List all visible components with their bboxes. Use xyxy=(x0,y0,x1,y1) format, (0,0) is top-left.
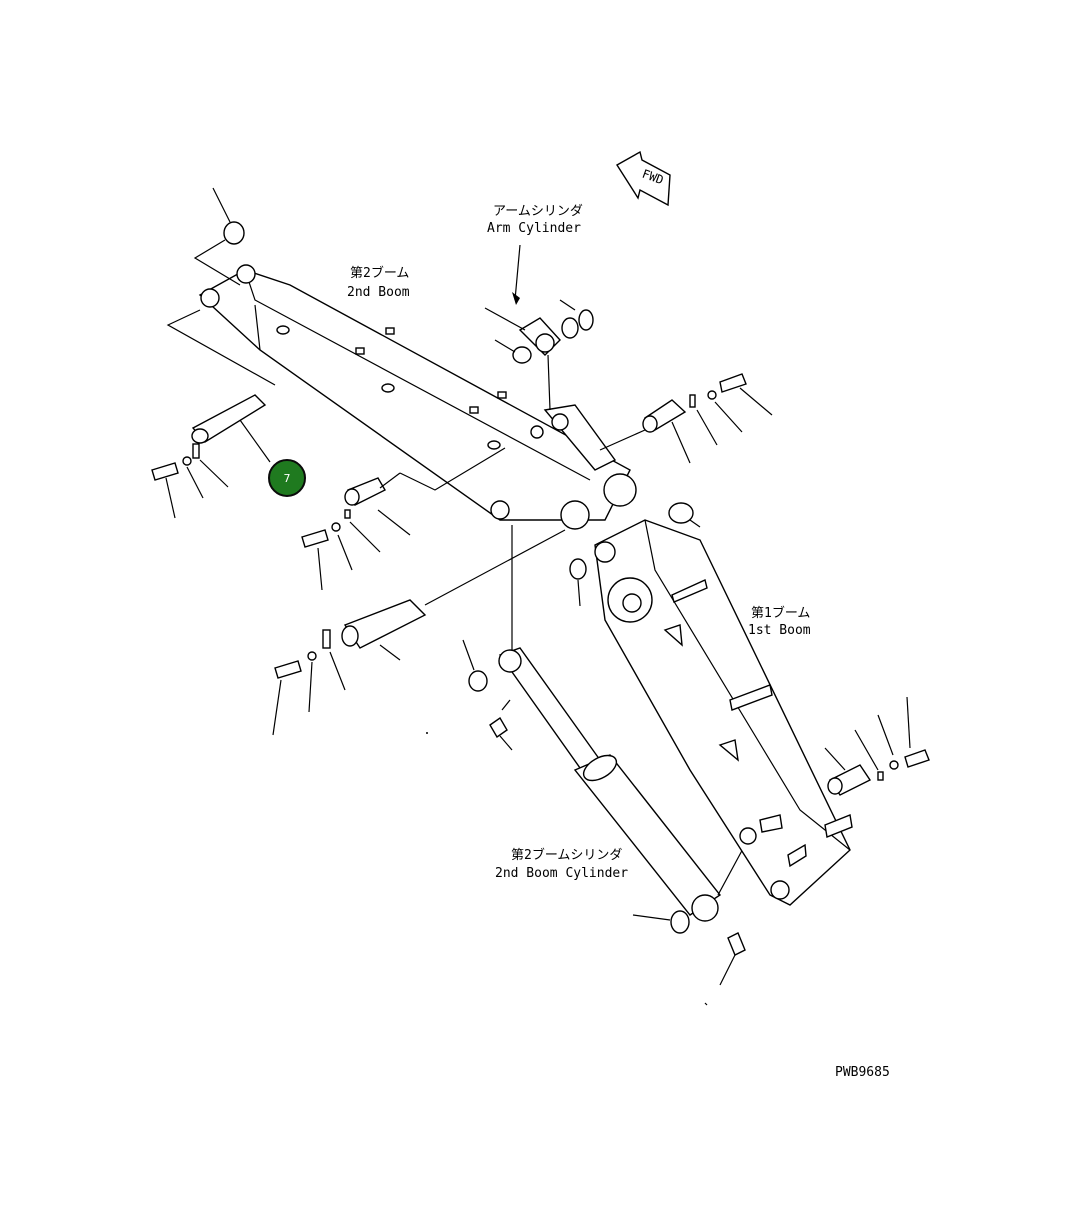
callout-7[interactable]: 7 xyxy=(268,459,306,497)
right-pins-drawing xyxy=(599,373,930,796)
second-boom-label-jp: 第2ブーム xyxy=(350,266,410,281)
arm-cylinder-drawing xyxy=(484,244,594,411)
upper-washer-drawing xyxy=(166,187,276,386)
second-boom-drawing xyxy=(198,264,637,530)
first-boom-label-en: 1st Boom xyxy=(748,623,811,638)
minor-marks xyxy=(426,732,428,734)
first-boom-label-jp: 第1ブーム xyxy=(751,606,811,621)
arm-cylinder-label-jp: アームシリンダ xyxy=(493,204,583,219)
second-boom-cylinder-label-jp: 第2ブームシリンダ xyxy=(511,848,623,863)
drawing-id: PWB9685 xyxy=(835,1065,890,1080)
arm-cylinder-label-en: Arm Cylinder xyxy=(487,221,581,236)
left-pins-drawing xyxy=(151,394,566,736)
second-boom-cylinder-drawing xyxy=(462,525,746,1006)
first-boom-drawing xyxy=(569,502,853,906)
fwd-arrow-icon xyxy=(616,150,671,207)
second-boom-label-en: 2nd Boom xyxy=(347,285,410,300)
second-boom-cylinder-label-en: 2nd Boom Cylinder xyxy=(495,866,629,881)
